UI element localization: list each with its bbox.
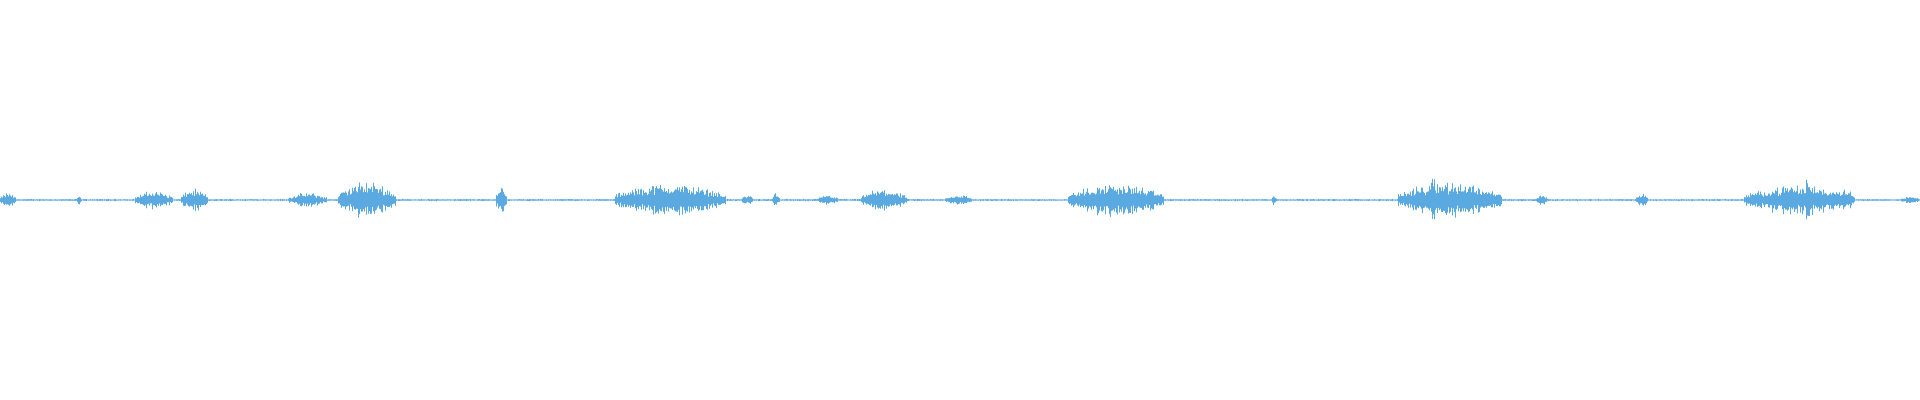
waveform-path xyxy=(0,178,1920,220)
